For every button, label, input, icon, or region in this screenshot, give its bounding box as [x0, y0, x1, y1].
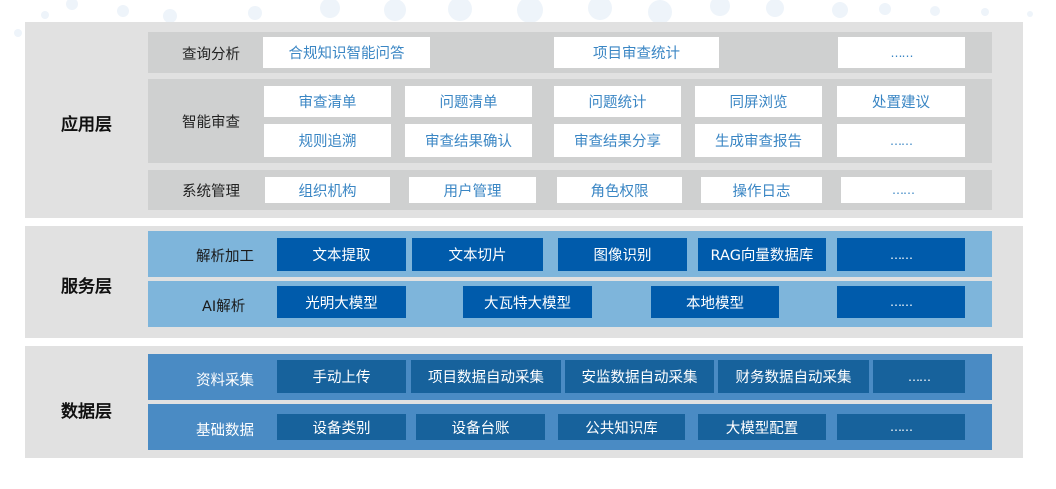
module-local-model: 本地模型	[651, 286, 779, 318]
module-more: ……	[837, 414, 965, 440]
row-system-management: 系统管理 组织机构 用户管理 角色权限 操作日志 ……	[148, 170, 992, 210]
row-label: 系统管理	[182, 184, 240, 200]
row-label: 基础数据	[196, 423, 254, 439]
module-operation-log: 操作日志	[701, 177, 822, 203]
module-issue-stats: 问题统计	[554, 86, 681, 117]
module-llm-config: 大模型配置	[698, 414, 826, 440]
row-label: AI解析	[202, 299, 246, 315]
application-layer: 应用层 查询分析 合规知识智能问答 项目审查统计 …… 智能审查 审查清单 问题…	[25, 22, 1023, 218]
service-layer: 服务层 解析加工 文本提取 文本切片 图像识别 RAG向量数据库 …… AI解析…	[25, 226, 1023, 338]
row-label: 智能审查	[182, 115, 240, 131]
module-project-data-auto-collect: 项目数据自动采集	[411, 360, 561, 393]
row-label: 查询分析	[182, 47, 240, 63]
module-guangming-llm: 光明大模型	[277, 286, 406, 318]
module-equipment-ledger: 设备台账	[416, 414, 545, 440]
module-result-share: 审查结果分享	[554, 124, 681, 157]
module-more: ……	[837, 124, 965, 157]
module-user-management: 用户管理	[409, 177, 536, 203]
module-compliance-qa: 合规知识智能问答	[263, 37, 430, 68]
module-rag-vector-db: RAG向量数据库	[698, 238, 826, 271]
module-issue-list: 问题清单	[405, 86, 532, 117]
module-result-confirm: 审查结果确认	[405, 124, 532, 157]
module-more: ……	[838, 37, 965, 68]
row-data-collection: 资料采集 手动上传 项目数据自动采集 安监数据自动采集 财务数据自动采集 ……	[148, 354, 992, 400]
module-safety-data-auto-collect: 安监数据自动采集	[565, 360, 714, 393]
module-text-extraction: 文本提取	[277, 238, 406, 271]
layer-title-service: 服务层	[61, 277, 112, 297]
data-layer: 数据层 资料采集 手动上传 项目数据自动采集 安监数据自动采集 财务数据自动采集…	[25, 346, 1023, 458]
layer-title-data: 数据层	[61, 402, 112, 422]
module-manual-upload: 手动上传	[277, 360, 406, 393]
module-organization: 组织机构	[265, 177, 390, 203]
module-image-recognition: 图像识别	[558, 238, 687, 271]
row-basic-data: 基础数据 设备类别 设备台账 公共知识库 大模型配置 ……	[148, 404, 992, 450]
row-query-analysis: 查询分析 合规知识智能问答 项目审查统计 ……	[148, 32, 992, 73]
module-dawate-llm: 大瓦特大模型	[463, 286, 592, 318]
module-more: ……	[837, 238, 965, 271]
module-split-screen-view: 同屏浏览	[695, 86, 822, 117]
layer-title-application: 应用层	[61, 115, 112, 135]
row-intelligent-review: 智能审查 审查清单 问题清单 问题统计 同屏浏览 处置建议 规则追溯 审查结果确…	[148, 79, 992, 163]
module-generate-report: 生成审查报告	[695, 124, 822, 157]
row-ai-parsing: AI解析 光明大模型 大瓦特大模型 本地模型 ……	[148, 281, 992, 327]
module-public-knowledge-base: 公共知识库	[558, 414, 685, 440]
module-equipment-category: 设备类别	[277, 414, 406, 440]
row-label: 解析加工	[196, 249, 254, 265]
row-label: 资料采集	[196, 373, 254, 389]
module-text-chunking: 文本切片	[412, 238, 543, 271]
module-disposal-suggestion: 处置建议	[837, 86, 965, 117]
row-parsing-processing: 解析加工 文本提取 文本切片 图像识别 RAG向量数据库 ……	[148, 231, 992, 277]
module-project-review-stats: 项目审查统计	[554, 37, 719, 68]
module-rule-trace: 规则追溯	[264, 124, 391, 157]
module-role-permissions: 角色权限	[557, 177, 682, 203]
module-more: ……	[841, 177, 965, 203]
module-review-checklist: 审查清单	[264, 86, 391, 117]
module-finance-data-auto-collect: 财务数据自动采集	[718, 360, 869, 393]
module-more: ……	[873, 360, 965, 393]
module-more: ……	[837, 286, 965, 318]
